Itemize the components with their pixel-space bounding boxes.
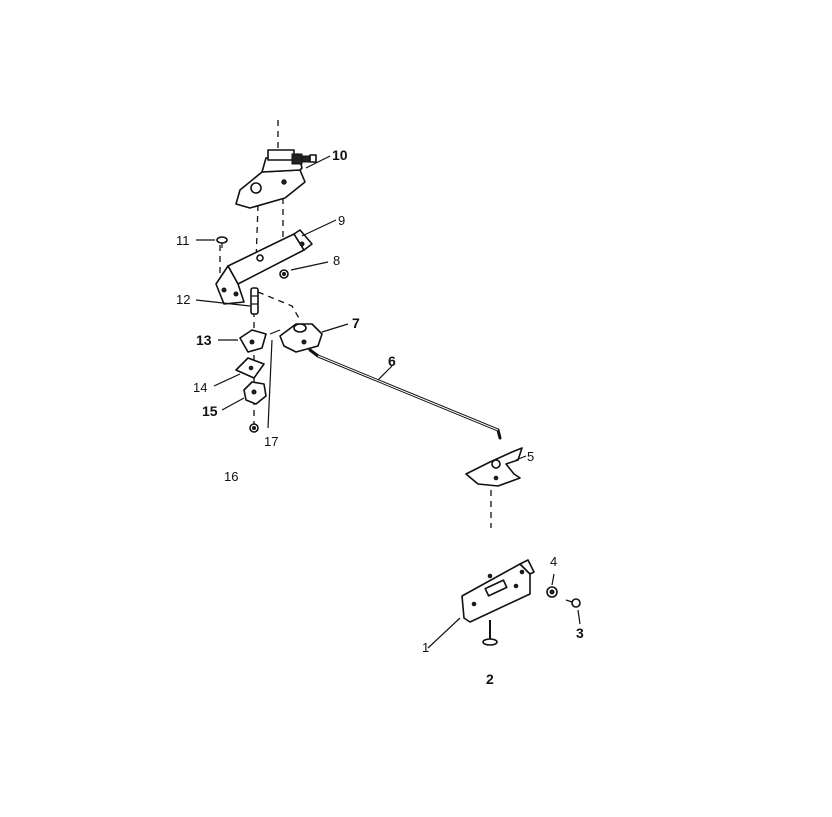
leader-1 xyxy=(427,617,461,649)
label-13: 13 xyxy=(196,332,212,348)
label-9: 9 xyxy=(338,213,345,228)
strike-plate-1-part xyxy=(461,559,535,623)
label-2: 2 xyxy=(486,671,494,687)
leader-6 xyxy=(377,365,393,381)
cam-5-part xyxy=(465,447,523,487)
label-3: 3 xyxy=(576,625,584,641)
label-1: 1 xyxy=(422,640,429,655)
label-4: 4 xyxy=(550,554,557,569)
label-10: 10 xyxy=(332,147,348,163)
nut-16-part xyxy=(249,423,259,433)
plate-14-part xyxy=(235,357,265,379)
leader-8 xyxy=(290,261,329,271)
pin-12-part xyxy=(250,287,259,315)
screw-8-part xyxy=(279,269,289,279)
leader-10 xyxy=(305,155,331,169)
label-15: 15 xyxy=(202,403,218,419)
cam-7-part xyxy=(279,323,323,353)
label-17: 17 xyxy=(264,434,278,449)
nut-4-part xyxy=(546,586,558,598)
screw-11-part xyxy=(216,236,228,248)
bracket-to-cam-line xyxy=(257,291,301,321)
part-labels: 10 9 8 11 12 7 13 6 14 15 17 16 5 4 3 1 … xyxy=(176,147,584,687)
screw-2-part xyxy=(482,620,498,646)
screw-3-part xyxy=(565,598,581,608)
leader-5 xyxy=(515,455,527,461)
mounting-bracket-part xyxy=(215,229,313,305)
switch-housing-part xyxy=(235,149,317,209)
label-8: 8 xyxy=(333,253,340,268)
leader-14 xyxy=(213,373,241,387)
bracket-15-part xyxy=(243,381,267,405)
leader-4 xyxy=(551,573,555,586)
leader-15 xyxy=(221,397,245,411)
bushing-13-part xyxy=(239,329,267,353)
clip-17-part xyxy=(267,329,281,429)
label-12: 12 xyxy=(176,292,190,307)
leader-9 xyxy=(301,219,337,237)
leader-12 xyxy=(195,299,251,307)
leader-3 xyxy=(577,609,581,625)
leader-7 xyxy=(321,323,349,333)
label-7: 7 xyxy=(352,315,360,331)
label-11: 11 xyxy=(176,233,190,248)
label-14: 14 xyxy=(193,380,207,395)
label-16: 16 xyxy=(224,469,238,484)
rod-6-part xyxy=(308,348,502,440)
label-5: 5 xyxy=(527,449,534,464)
label-6: 6 xyxy=(388,353,396,369)
